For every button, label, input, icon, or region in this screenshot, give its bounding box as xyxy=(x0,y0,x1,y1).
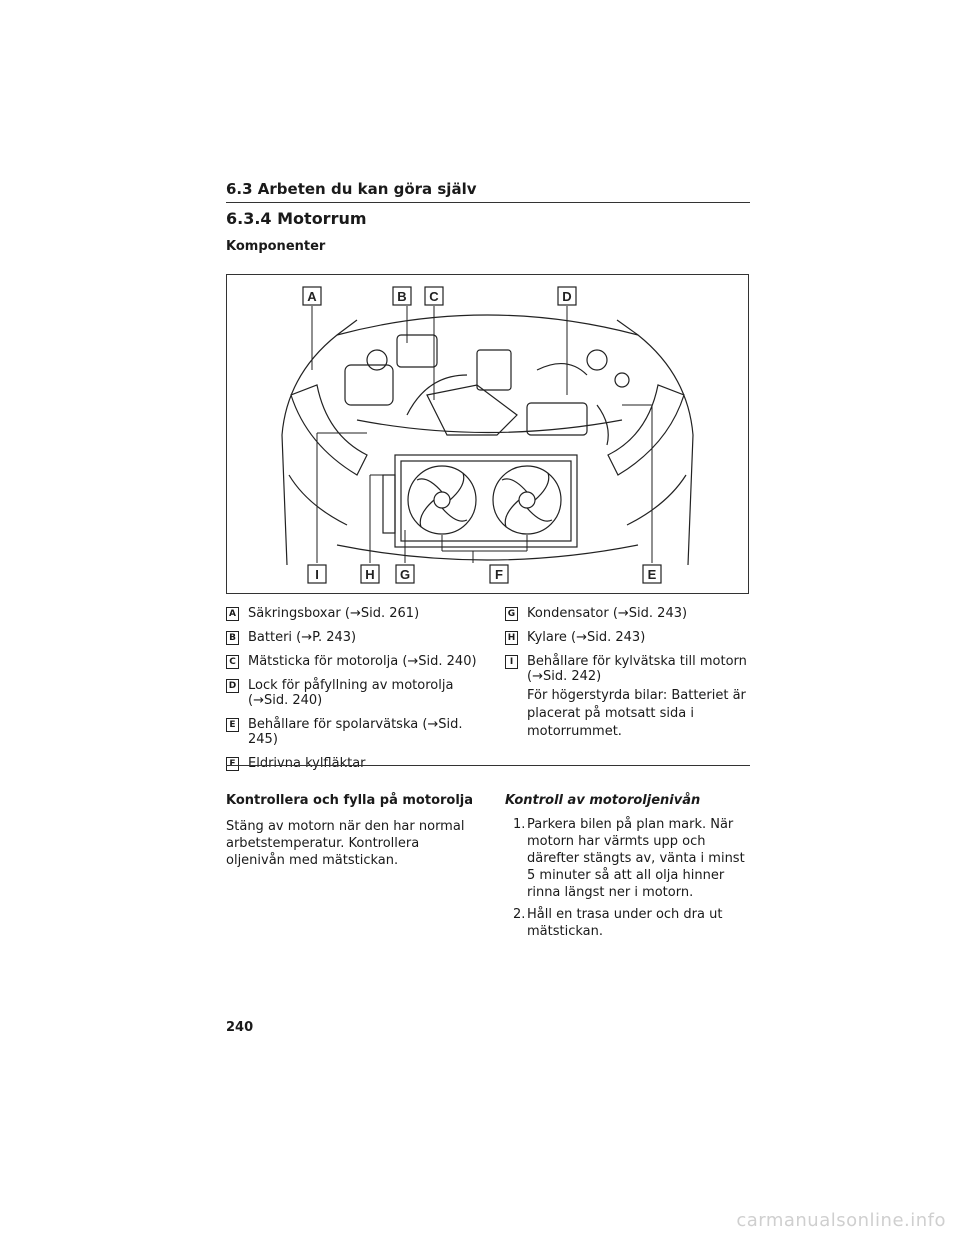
callout-c xyxy=(424,286,444,306)
legend-item-h: H Kylare (→Sid. 243) xyxy=(505,630,750,645)
legend-text-i: Behållare för kylvätska till motorn (→Si… xyxy=(527,654,747,684)
legend-letter-c: C xyxy=(226,655,239,669)
legend-text-f: Eldrivna kylfläktar xyxy=(248,756,366,771)
callout-e xyxy=(642,564,662,584)
legend-letter-f: F xyxy=(226,757,239,771)
callout-e-label: E xyxy=(648,567,657,582)
callout-a xyxy=(302,286,322,306)
left-section-body: Stäng av motorn när den har normal arbet… xyxy=(226,819,465,868)
callout-a-label: A xyxy=(307,289,317,304)
legend-letter-d: D xyxy=(226,679,239,693)
legend-text-h: Kylare (→Sid. 243) xyxy=(527,630,646,645)
legend-letter-i: I xyxy=(505,655,518,669)
callout-b-label: B xyxy=(397,289,406,304)
legend-text-c: Mätsticka för motorolja (→Sid. 240) xyxy=(248,654,477,669)
subtitle: Komponenter xyxy=(226,239,326,254)
legend-item-g: G Kondensator (→Sid. 243) xyxy=(505,606,750,621)
left-section-heading: Kontrollera och fylla på motorolja xyxy=(226,793,474,808)
legend-item-c: C Mätsticka för motorolja (→Sid. 240) xyxy=(226,654,488,669)
step-number: 1. xyxy=(513,817,526,832)
callout-c-label: C xyxy=(429,289,439,304)
legend-text-d: Lock för påfyllning av motorolja (→Sid. … xyxy=(248,678,454,708)
legend-text-b: Batteri (→P. 243) xyxy=(248,630,357,645)
legend-letter-a: A xyxy=(226,607,239,621)
legend-item-f: F Eldrivna kylfläktar xyxy=(226,756,488,771)
legend-text-a: Säkringsboxar (→Sid. 261) xyxy=(248,606,420,621)
legend-right: G Kondensator (→Sid. 243) H Kylare (→Sid… xyxy=(505,606,750,741)
right-section: Kontroll av motoroljenivån 1. Parkera bi… xyxy=(505,792,753,945)
callout-i-label: I xyxy=(315,567,319,582)
legend-item-a: A Säkringsboxar (→Sid. 261) xyxy=(226,606,488,621)
callout-g xyxy=(395,564,415,584)
left-section: Kontrollera och fylla på motorolja Stäng… xyxy=(226,792,476,869)
section-header: 6.3 Arbeten du kan göra själv xyxy=(226,180,750,203)
legend-left: A Säkringsboxar (→Sid. 261) B Batteri (→… xyxy=(226,606,488,780)
page-number: 240 xyxy=(226,1020,254,1035)
step-item: 1. Parkera bilen på plan mark. När motor… xyxy=(505,816,753,901)
callout-h xyxy=(360,564,380,584)
legend-item-d: D Lock för påfyllning av motorolja (→Sid… xyxy=(226,678,488,708)
callout-f xyxy=(489,564,509,584)
step-text: Håll en trasa under och dra ut mätsticka… xyxy=(527,907,723,939)
step-number: 2. xyxy=(513,907,526,922)
legend-text-g: Kondensator (→Sid. 243) xyxy=(527,606,688,621)
legend-letter-b: B xyxy=(226,631,239,645)
callout-b xyxy=(392,286,412,306)
legend-item-i: I Behållare för kylvätska till motorn (→… xyxy=(505,654,750,684)
legend-letter-h: H xyxy=(505,631,518,645)
watermark: carmanualsonline.info xyxy=(736,1210,946,1231)
legend-letter-e: E xyxy=(226,718,239,732)
legend-item-b: B Batteri (→P. 243) xyxy=(226,630,488,645)
callout-f-label: F xyxy=(495,567,503,582)
legend-text-e: Behållare för spolarvätska (→Sid. 245) xyxy=(248,717,463,747)
callout-i xyxy=(307,564,327,584)
divider xyxy=(226,765,750,766)
step-text: Parkera bilen på plan mark. När motorn h… xyxy=(527,817,745,900)
step-item: 2. Håll en trasa under och dra ut mätsti… xyxy=(505,906,753,940)
right-section-heading: Kontroll av motoroljenivån xyxy=(505,793,701,808)
callout-h-label: H xyxy=(365,567,374,582)
callout-g-label: G xyxy=(400,567,410,582)
page-title: 6.3.4 Motorrum xyxy=(226,209,367,228)
legend-item-e: E Behållare för spolarvätska (→Sid. 245) xyxy=(226,717,488,747)
legend-note: För högerstyrda bilar: Batteriet är plac… xyxy=(527,688,746,739)
callout-d-label: D xyxy=(562,289,571,304)
engine-bay-illustration: A B C D I H G F E xyxy=(226,274,749,594)
legend-letter-g: G xyxy=(505,607,518,621)
callout-d xyxy=(557,286,577,306)
